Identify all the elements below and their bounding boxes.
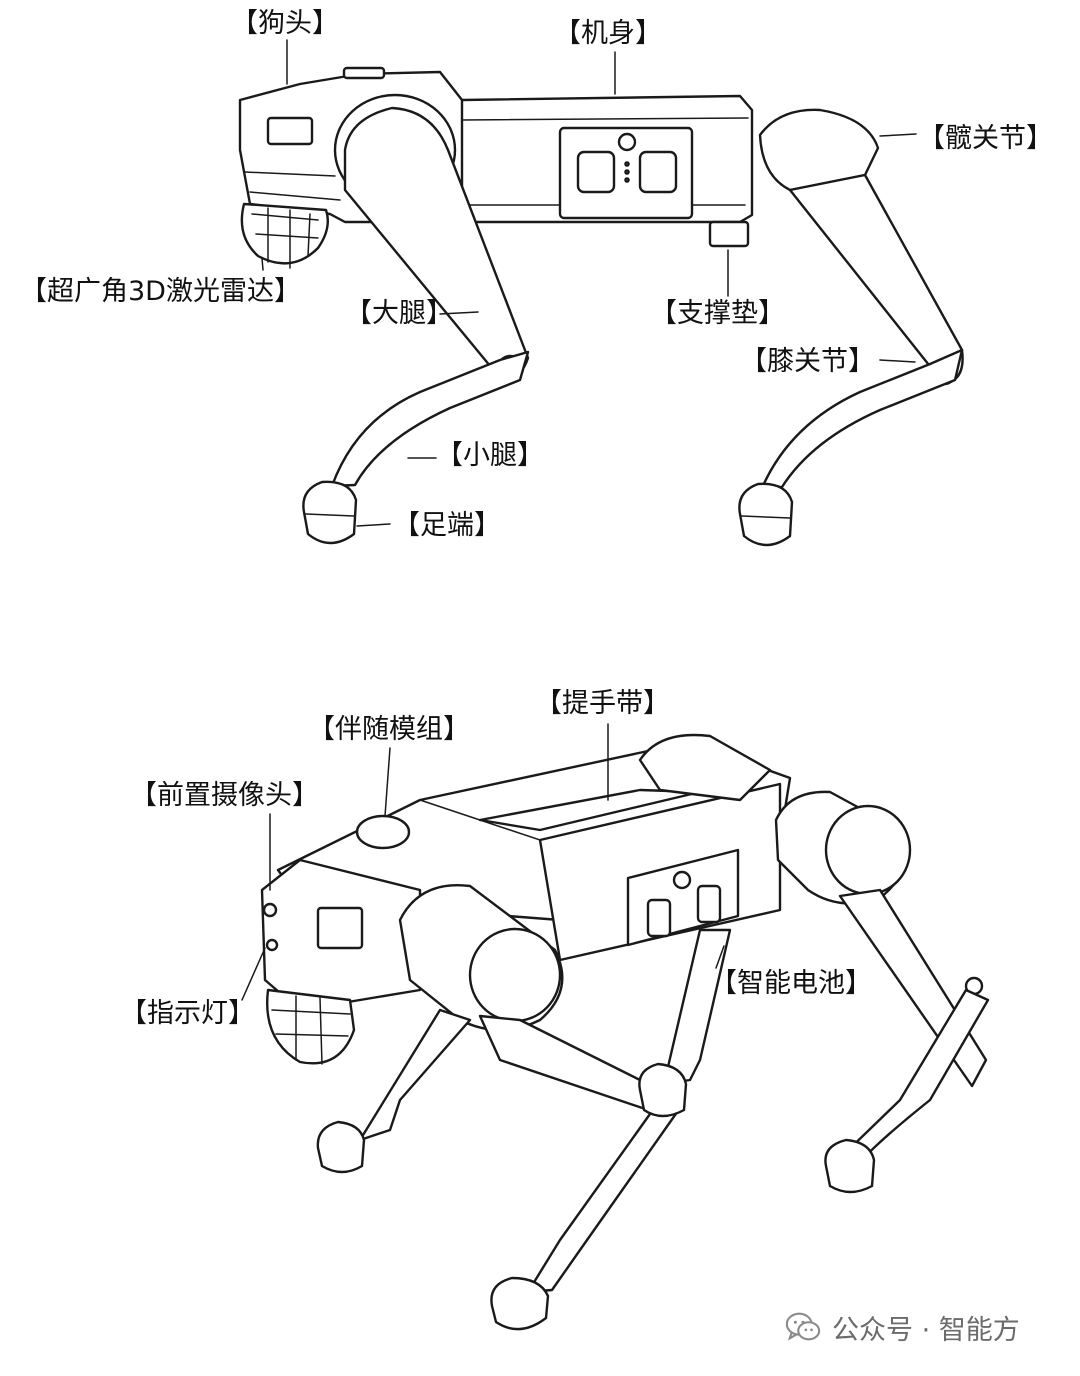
label-knee-joint: 【膝关节】: [740, 346, 875, 377]
watermark-text: 公众号 · 智能方: [832, 1314, 1020, 1346]
label-calf: 【小腿】: [436, 440, 544, 471]
label-indicator: 【指示灯】: [120, 998, 255, 1029]
label-lidar: 【超广角3D激光雷达】: [20, 276, 301, 307]
label-foot: 【足端】: [393, 510, 501, 541]
label-body: 【机身】: [554, 18, 662, 49]
label-head: 【狗头】: [231, 8, 339, 39]
label-front-camera: 【前置摄像头】: [130, 780, 319, 811]
wechat-icon: [785, 1312, 821, 1341]
label-thigh: 【大腿】: [345, 298, 453, 329]
label-support-pad: 【支撑垫】: [650, 298, 785, 329]
label-smart-battery: 【智能电池】: [710, 968, 872, 999]
watermark: 公众号 · 智能方: [784, 1302, 1020, 1352]
label-handle: 【提手带】: [535, 688, 670, 719]
label-follow-module: 【伴随模组】: [308, 714, 470, 745]
label-hip-joint: 【髋关节】: [918, 123, 1053, 154]
